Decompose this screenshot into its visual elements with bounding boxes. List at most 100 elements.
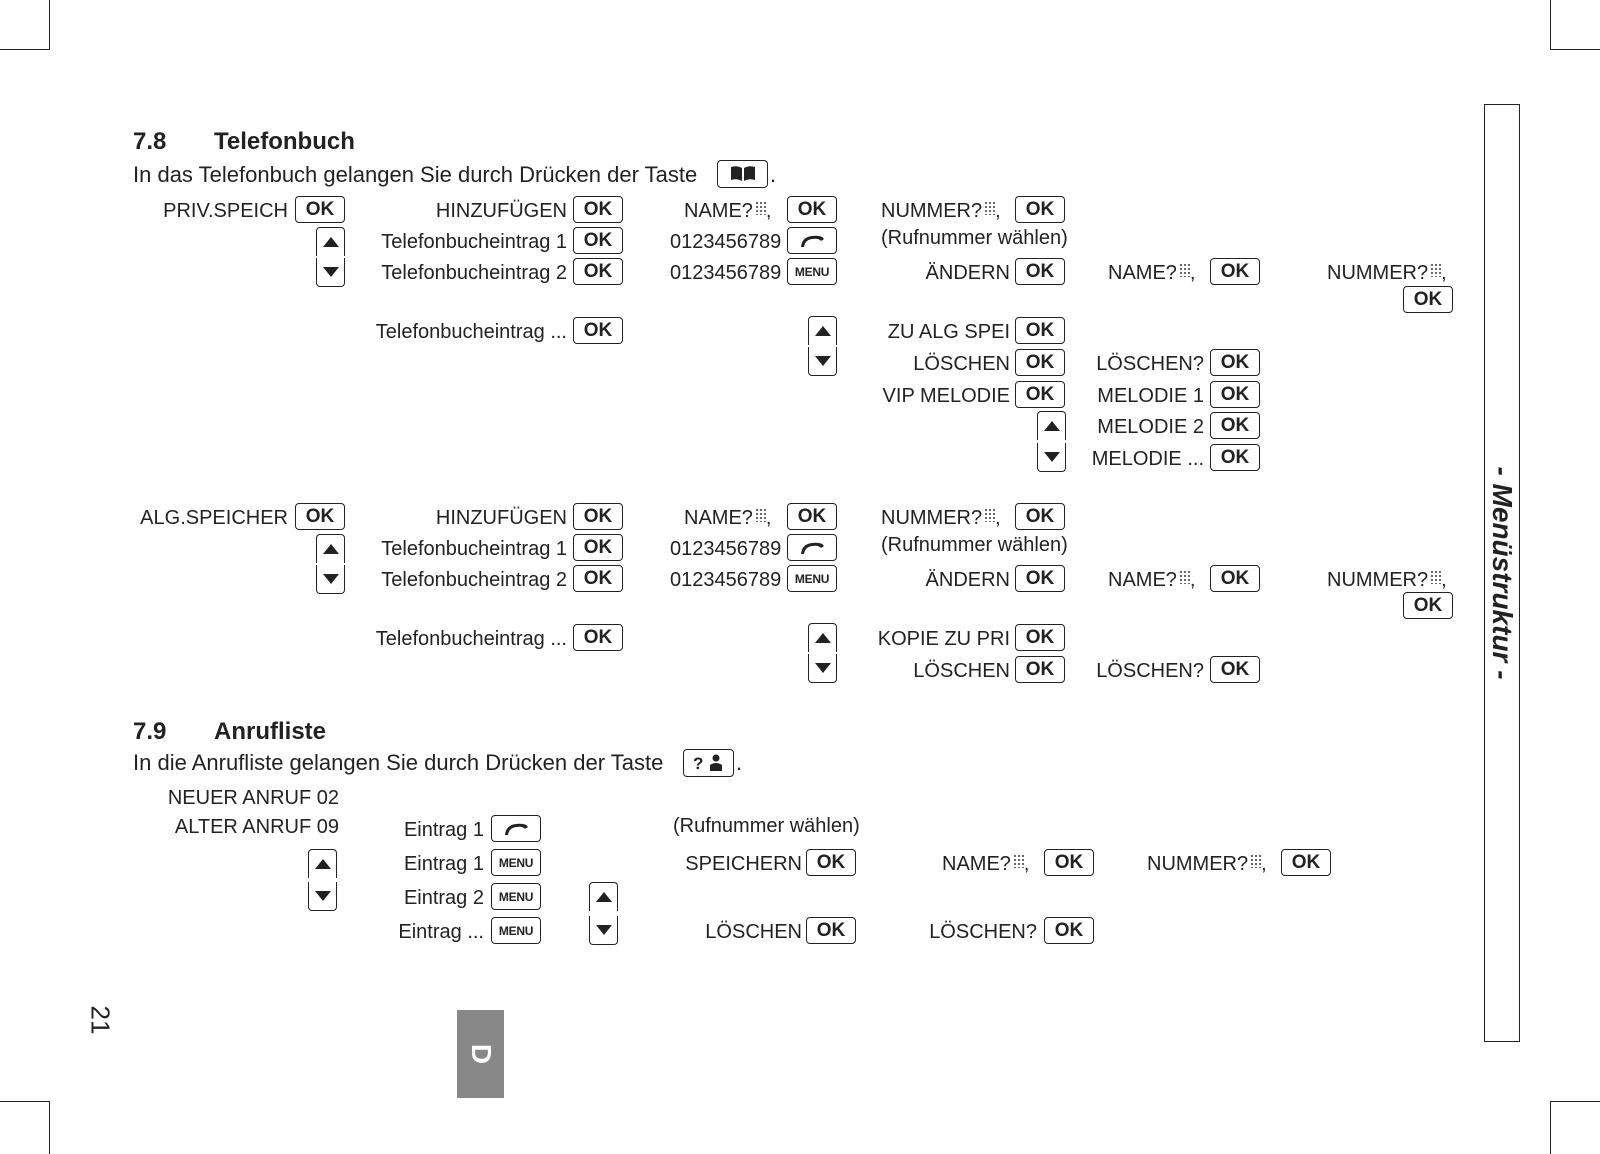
- arrow-down-icon: [808, 347, 837, 376]
- ok-key: OK: [295, 196, 345, 223]
- alg-change: ÄNDERN: [925, 569, 1010, 591]
- alg-entry1: Telefonbucheintrag 1: [381, 538, 567, 560]
- keypad-icon: [1178, 570, 1190, 584]
- priv-mel1: MELODIE 1: [1097, 385, 1204, 407]
- call-entry2: Eintrag 2: [403, 887, 484, 909]
- section-intro: In die Anrufliste gelangen Sie durch Drü…: [133, 750, 664, 775]
- ok-key: OK: [573, 258, 623, 285]
- menu-key: MENU: [787, 565, 837, 592]
- phonebook-key: [717, 160, 768, 188]
- priv-numq2: NUMMER?,: [1327, 262, 1447, 284]
- handset-icon: [801, 235, 824, 247]
- priv-name2: NAME?,: [1108, 262, 1196, 284]
- section-title: Telefonbuch: [214, 128, 355, 155]
- keypad-icon: [1430, 570, 1442, 584]
- priv-melN: MELODIE ...: [1091, 448, 1204, 470]
- call-dial: (Rufnummer wählen): [673, 815, 860, 837]
- ok-key: OK: [1015, 258, 1065, 285]
- ok-key: OK: [1015, 503, 1065, 530]
- priv-add: HINZUFÜGEN: [435, 200, 567, 222]
- ok-key: OK: [573, 227, 623, 254]
- alg-number2: 0123456789: [670, 569, 782, 591]
- section-intro: In das Telefonbuch gelangen Sie durch Dr…: [133, 162, 698, 187]
- ok-key: OK: [1210, 349, 1260, 376]
- keypad-icon: [754, 508, 766, 522]
- arrow-down-icon: [808, 654, 837, 683]
- keypad-icon: [1178, 263, 1190, 277]
- call-del: LÖSCHEN: [705, 921, 802, 943]
- call-entry1-dial: Eintrag 1: [403, 819, 484, 841]
- arrow-down-icon: [1037, 443, 1066, 472]
- ok-key: OK: [806, 849, 856, 876]
- ok-key: OK: [1403, 286, 1453, 313]
- alg-name2: NAME?,: [1108, 569, 1196, 591]
- alg-entryN: Telefonbucheintrag ...: [375, 628, 567, 650]
- alg-entry2: Telefonbucheintrag 2: [381, 569, 567, 591]
- keypad-icon: [984, 508, 996, 522]
- call-delq: LÖSCHEN?: [929, 921, 1037, 943]
- priv-dial: (Rufnummer wählen): [881, 227, 1068, 249]
- priv-entry1: Telefonbucheintrag 1: [381, 231, 567, 253]
- priv-entryN: Telefonbucheintrag ...: [375, 321, 567, 343]
- ok-key: OK: [1015, 317, 1065, 344]
- arrow-up-icon: [808, 623, 837, 652]
- priv-vip: VIP MELODIE: [882, 385, 1010, 407]
- priv-numq: NUMMER?,: [881, 200, 1001, 222]
- alg-copy: KOPIE ZU PRI: [877, 628, 1010, 650]
- section-title: Anrufliste: [214, 718, 327, 745]
- ok-key: OK: [573, 565, 623, 592]
- arrow-up-icon: [1037, 411, 1066, 440]
- ok-key: OK: [1281, 849, 1331, 876]
- call-numq: NUMMER?,: [1147, 853, 1267, 875]
- ok-key: OK: [1210, 656, 1260, 683]
- old-calls: ALTER ANRUF 09: [174, 816, 339, 838]
- ok-key: OK: [1044, 849, 1094, 876]
- keypad-icon: [1250, 854, 1262, 868]
- call-entry1-menu: Eintrag 1: [403, 853, 484, 875]
- alg-numq2: NUMMER?,: [1327, 569, 1447, 591]
- ok-key: OK: [806, 917, 856, 944]
- svg-text:?: ?: [693, 754, 703, 773]
- crop-mark-bottom-left: [0, 1101, 50, 1154]
- priv-number2: 0123456789: [670, 262, 782, 284]
- alg-delq: LÖSCHEN?: [1096, 660, 1204, 682]
- ok-key: OK: [1210, 444, 1260, 471]
- call-key: [491, 815, 541, 842]
- section-number: 7.9: [133, 718, 167, 745]
- ok-key: OK: [1015, 381, 1065, 408]
- priv-entry2: Telefonbucheintrag 2: [381, 262, 567, 284]
- ok-key: OK: [1210, 381, 1260, 408]
- arrow-down-icon: [589, 916, 618, 945]
- ok-key: OK: [573, 503, 623, 530]
- call-entryN: Eintrag ...: [398, 921, 484, 943]
- arrow-up-icon: [589, 882, 618, 911]
- handset-icon: [505, 823, 528, 835]
- ok-key: OK: [1044, 917, 1094, 944]
- ok-key: OK: [1210, 412, 1260, 439]
- ok-key: OK: [1015, 624, 1065, 651]
- menu-key: MENU: [491, 917, 541, 944]
- section-number: 7.8: [133, 128, 167, 155]
- call-key: [787, 227, 837, 254]
- page-number: 21: [85, 1005, 116, 1035]
- call-key: [787, 534, 837, 561]
- menu-key: MENU: [787, 258, 837, 285]
- priv-change: ÄNDERN: [925, 262, 1010, 284]
- arrow-up-icon: [308, 849, 337, 878]
- new-calls: NEUER ANRUF 02: [167, 787, 339, 809]
- crop-mark-top-right: [1550, 0, 1600, 50]
- priv-name: NAME?,: [684, 200, 772, 222]
- arrow-up-icon: [316, 227, 345, 256]
- ok-key: OK: [1015, 656, 1065, 683]
- keypad-icon: [754, 201, 766, 215]
- priv-mel2: MELODIE 2: [1097, 416, 1204, 438]
- priv-number1: 0123456789: [670, 231, 782, 253]
- priv-copy: ZU ALG SPEI: [887, 321, 1010, 343]
- crop-mark-bottom-right: [1550, 1101, 1600, 1154]
- arrow-down-icon: [316, 258, 345, 287]
- alg-number1: 0123456789: [670, 538, 782, 560]
- ok-key: OK: [1210, 565, 1260, 592]
- priv-root: PRIV.SPEICH: [163, 200, 288, 222]
- arrow-up-icon: [808, 316, 837, 345]
- arrow-up-icon: [316, 534, 345, 563]
